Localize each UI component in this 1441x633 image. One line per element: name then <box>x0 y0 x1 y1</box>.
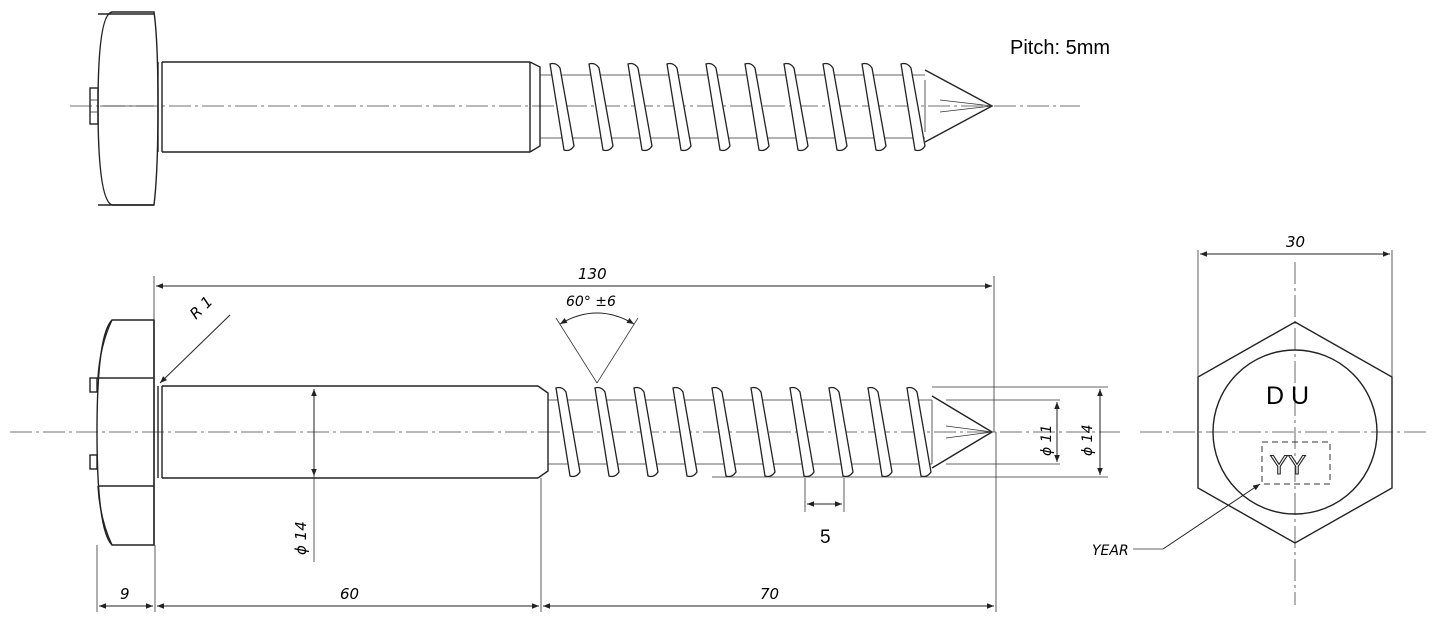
thread-crest <box>906 386 932 478</box>
thread-crest <box>672 386 698 478</box>
dim-shank-diameter: ϕ 14 <box>292 389 317 562</box>
side-shank <box>157 385 549 479</box>
thread-crest <box>666 62 692 152</box>
dim-thread-diameter-text: ϕ 14 <box>1080 425 1096 457</box>
thread-crest <box>867 386 893 478</box>
year-code-box <box>1261 441 1331 485</box>
dim-thread-angle: 60° ±6 <box>555 294 639 384</box>
dim-fillet-radius: R 1 <box>159 293 231 384</box>
dim-thread-length-text: 70 <box>760 585 779 603</box>
thread-crest <box>555 386 581 478</box>
thread-crest <box>861 62 887 152</box>
top-shank <box>157 61 541 153</box>
thread-crest <box>822 62 848 152</box>
dim-across-flats-text: 30 <box>1286 233 1305 251</box>
thread-crest <box>705 62 731 152</box>
top-head <box>89 11 159 206</box>
dim-shank-length-text: 60 <box>340 585 359 603</box>
thread-crest <box>549 62 575 152</box>
side-head <box>89 319 155 546</box>
thread-crest <box>900 62 926 152</box>
dim-pitch-text: 5 <box>820 527 831 548</box>
thread-crest <box>789 386 815 478</box>
thread-crest <box>588 62 614 152</box>
thread-crest <box>627 62 653 152</box>
side-view: 130 R 1 60° ±6 ϕ 14 ϕ 11 <box>10 265 1120 612</box>
manufacturer-mark: D U <box>1266 382 1309 410</box>
dim-total-length-text: 130 <box>578 265 607 283</box>
thread-crest <box>594 386 620 478</box>
dim-pitch: 5 <box>804 478 845 548</box>
dim-bottom-row: 9 60 70 <box>96 432 997 612</box>
top-thread-crests <box>549 62 926 152</box>
bearing-circle <box>1212 349 1378 515</box>
year-leader <box>1162 483 1261 550</box>
dim-root-diameter-text: ϕ 11 <box>1039 425 1055 457</box>
dim-thread-diameters: ϕ 11 ϕ 14 <box>712 386 1108 478</box>
thread-crest <box>783 62 809 152</box>
thread-crest <box>633 386 659 478</box>
dim-fillet-radius-text: R 1 <box>186 293 216 323</box>
top-view <box>70 11 1080 206</box>
side-thread-crests <box>555 386 932 478</box>
thread-crest <box>711 386 737 478</box>
head-end-view: 30 D U YY YEAR <box>1092 233 1430 605</box>
thread-crest <box>744 62 770 152</box>
thread-crest <box>750 386 776 478</box>
dim-shank-diameter-text: ϕ 14 <box>292 521 310 555</box>
dim-thread-angle-text: 60° ±6 <box>566 294 616 310</box>
year-label: YEAR <box>1092 543 1129 559</box>
dim-total-length: 130 <box>153 265 995 432</box>
thread-crest <box>828 386 854 478</box>
dim-head-height-text: 9 <box>120 585 130 603</box>
year-code-mark: YY <box>1270 450 1306 480</box>
pitch-note: Pitch: 5mm <box>1010 37 1110 59</box>
